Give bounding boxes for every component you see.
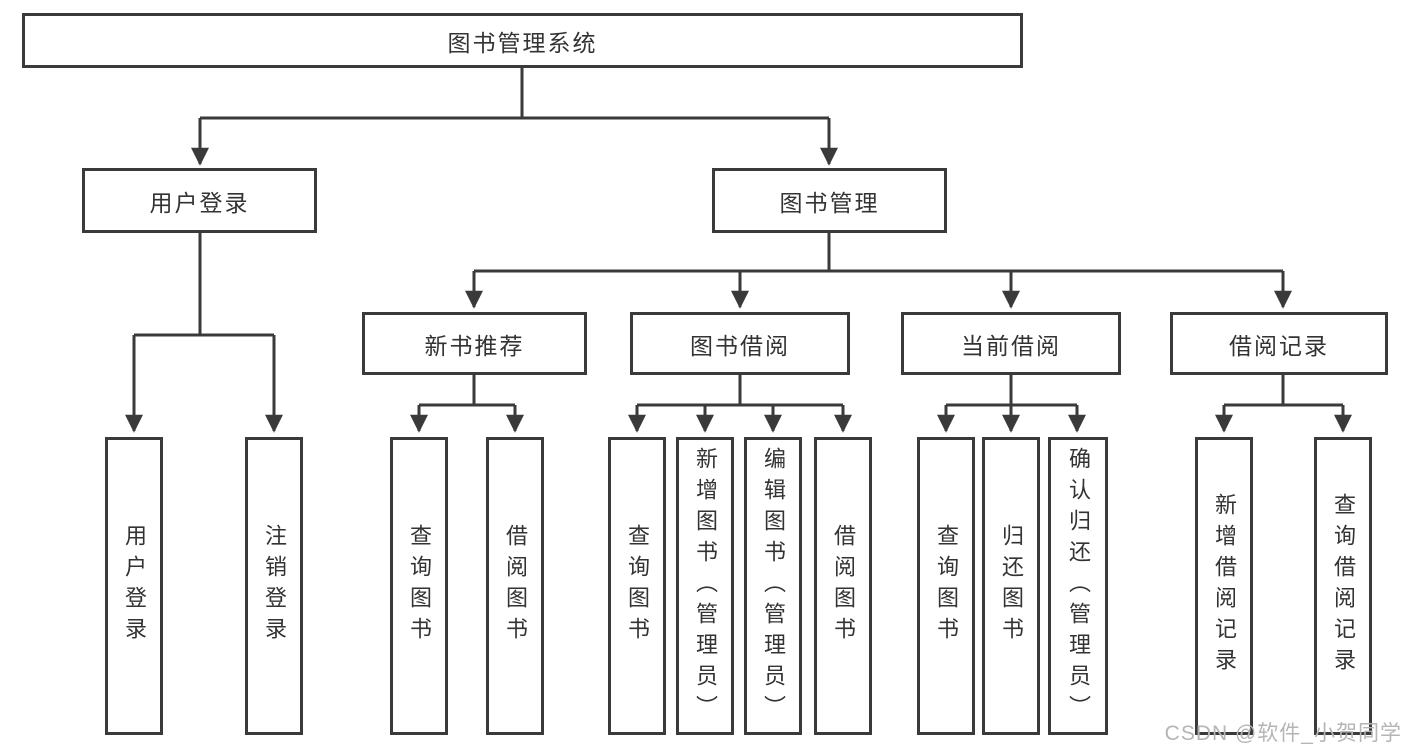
- node-label: 新书推荐: [424, 332, 525, 359]
- leaf-label: 借阅图书: [831, 524, 856, 648]
- leaf-query-books: 查询图书: [608, 437, 666, 735]
- leaf-label: 借阅图书: [503, 524, 528, 648]
- leaf-return-book: 归还图书: [982, 437, 1040, 735]
- leaf-edit-book-admin: 编辑图书（管理员）: [744, 437, 802, 735]
- node-label: 图书借阅: [690, 332, 790, 359]
- node-borrow-records: 借阅记录: [1170, 312, 1388, 375]
- leaf-borrow-books: 借阅图书: [814, 437, 872, 735]
- node-user-login: 用户登录: [82, 168, 317, 233]
- leaf-label: 查询图书: [407, 524, 432, 648]
- leaf-label: 注销登录: [262, 524, 287, 648]
- leaf-label: 编辑图书（管理员）: [761, 446, 786, 726]
- leaf-label: 查询图书: [625, 524, 650, 648]
- leaf-logout: 注销登录: [245, 437, 303, 735]
- node-label: 当前借阅: [961, 332, 1061, 359]
- leaf-label: 确认归还（管理员）: [1066, 446, 1091, 726]
- leaf-borrow-books: 借阅图书: [486, 437, 544, 735]
- node-label: 图书管理系统: [447, 29, 598, 56]
- node-book-borrow: 图书借阅: [630, 312, 850, 375]
- node-library-management-system: 图书管理系统: [22, 13, 1023, 68]
- leaf-label: 新增图书（管理员）: [693, 446, 718, 726]
- leaf-add-book-admin: 新增图书（管理员）: [676, 437, 734, 735]
- node-current-borrow: 当前借阅: [901, 312, 1121, 375]
- leaf-confirm-return-admin: 确认归还（管理员）: [1048, 437, 1108, 735]
- csdn-watermark: CSDN @软件_小贺同学: [1164, 722, 1402, 745]
- leaf-add-borrow-record: 新增借阅记录: [1195, 437, 1253, 735]
- leaf-label: 归还图书: [999, 524, 1024, 648]
- leaf-label: 用户登录: [122, 524, 147, 648]
- leaf-label: 查询图书: [934, 524, 959, 648]
- node-label: 借阅记录: [1229, 332, 1329, 359]
- connector-path: [134, 68, 1343, 407]
- node-label: 图书管理: [779, 189, 880, 216]
- leaf-user-login: 用户登录: [105, 437, 163, 735]
- leaf-query-books: 查询图书: [917, 437, 975, 735]
- node-new-book-recommend: 新书推荐: [362, 312, 587, 375]
- node-label: 用户登录: [149, 189, 250, 216]
- leaf-label: 查询借阅记录: [1331, 493, 1356, 679]
- leaf-label: 新增借阅记录: [1212, 493, 1237, 679]
- leaf-query-books: 查询图书: [390, 437, 448, 735]
- leaf-query-borrow-record: 查询借阅记录: [1314, 437, 1372, 735]
- node-book-management: 图书管理: [712, 168, 947, 233]
